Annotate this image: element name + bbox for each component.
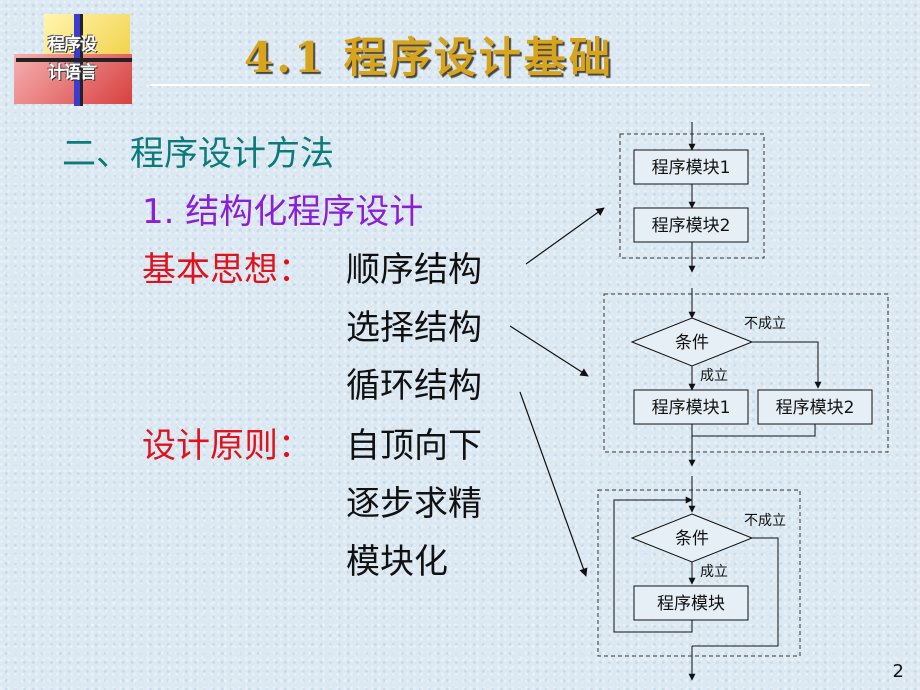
logo-red-block	[14, 54, 132, 104]
arrow-to-loop	[519, 391, 588, 577]
arrow-to-sequence	[525, 207, 605, 265]
page-number: 2	[892, 661, 904, 682]
logo-text-line1: 程序设	[48, 35, 97, 55]
loop-module: 程序模块	[657, 594, 725, 614]
subsection-heading: 1. 结构化程序设计	[142, 192, 424, 232]
design-principle-label: 设计原则：	[142, 426, 312, 466]
loop-flowchart: 条件 不成立 成立 程序模块	[597, 476, 801, 681]
title-underline	[150, 84, 870, 86]
idea-item-loop: 循环结构	[346, 366, 482, 406]
logo-black-hline	[16, 58, 132, 62]
idea-item-sequence: 顺序结构	[346, 250, 482, 290]
loop-condition: 条件	[675, 529, 709, 549]
logo-text-line2: 计语言	[48, 63, 97, 83]
arrow-to-selection	[509, 325, 589, 377]
principle-item-top-down: 自顶向下	[346, 426, 482, 466]
selection-module-1: 程序模块1	[652, 398, 731, 418]
course-logo: 程序设 计语言	[14, 14, 134, 106]
selection-false-label: 不成立	[744, 316, 786, 332]
section-heading: 二、程序设计方法	[62, 134, 334, 174]
selection-flowchart: 条件 不成立 成立 程序模块1 程序模块2	[603, 288, 889, 467]
selection-module-2: 程序模块2	[776, 398, 855, 418]
sequence-flowchart: 程序模块1 程序模块2	[619, 122, 765, 273]
principle-item-modular: 模块化	[346, 542, 448, 582]
basic-idea-label: 基本思想：	[142, 250, 312, 290]
idea-item-selection: 选择结构	[346, 308, 482, 348]
slide-title: 4.1 程序设计基础	[244, 33, 614, 82]
selection-condition: 条件	[675, 333, 709, 353]
sequence-module-2: 程序模块2	[652, 216, 731, 236]
loop-false-label: 不成立	[744, 513, 786, 529]
logo-yellow-block	[44, 14, 130, 58]
selection-true-label: 成立	[700, 368, 728, 384]
sequence-module-1: 程序模块1	[652, 158, 731, 178]
principle-item-stepwise: 逐步求精	[346, 484, 482, 524]
loop-true-label: 成立	[700, 564, 728, 580]
